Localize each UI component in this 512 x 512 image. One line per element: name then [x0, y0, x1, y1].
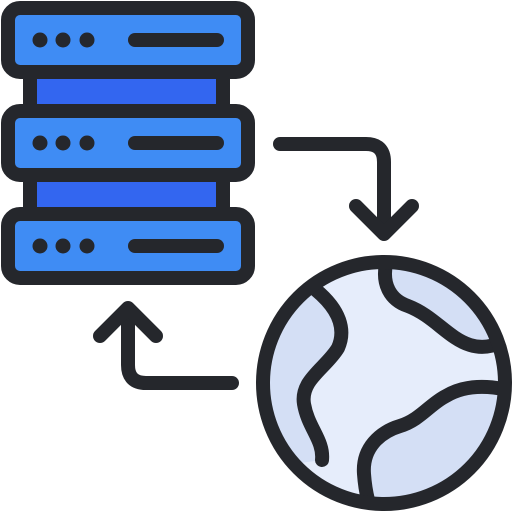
led-dot: [79, 238, 95, 254]
led-dot: [55, 238, 71, 254]
server-unit-3: [1, 207, 255, 285]
arrow-left-up-icon: [93, 301, 239, 390]
server-unit-1: [1, 1, 255, 79]
led-dot: [79, 135, 95, 151]
led-dot: [55, 135, 71, 151]
server-unit-2: [1, 104, 255, 182]
led-dot: [79, 32, 95, 48]
led-dot: [32, 135, 48, 151]
globe-land-borders: [296, 262, 505, 504]
led-dot: [55, 32, 71, 48]
globe-outline: [256, 255, 512, 511]
led-dot: [32, 32, 48, 48]
led-dot: [32, 238, 48, 254]
globe-icon: [256, 255, 512, 511]
server-stack: [1, 1, 255, 285]
arrow-right-down-icon: [273, 137, 419, 241]
